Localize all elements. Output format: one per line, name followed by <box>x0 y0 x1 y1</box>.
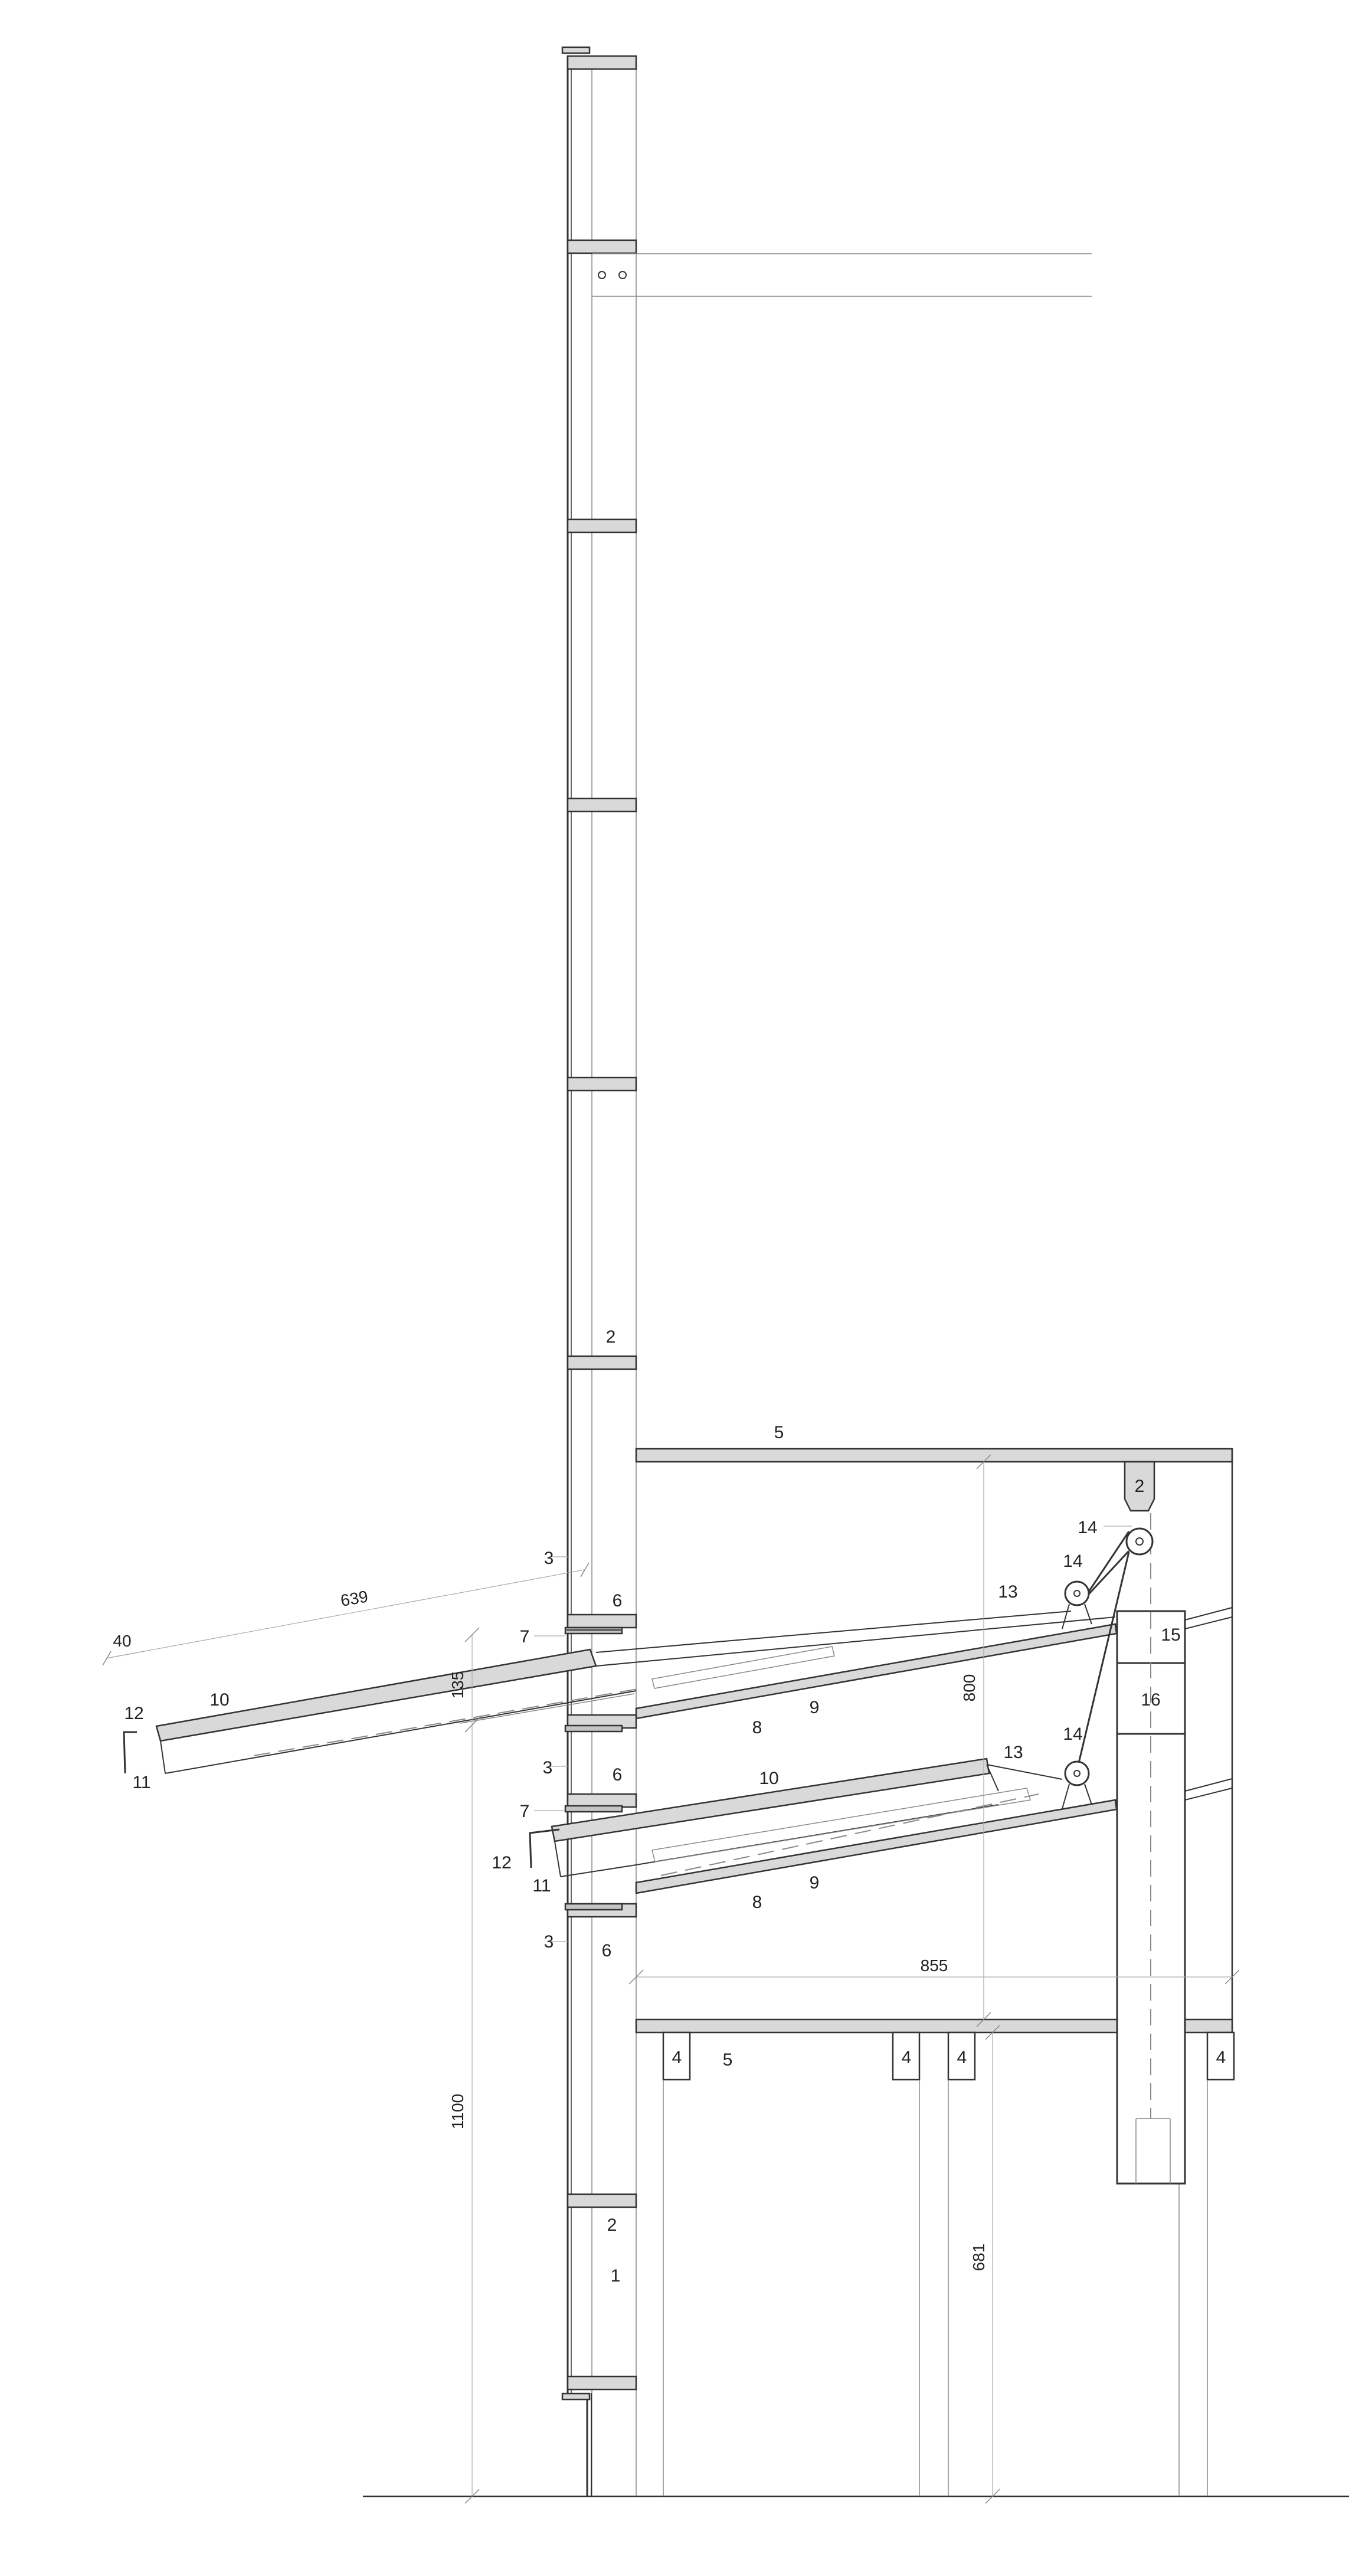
label-1: 1 <box>611 2266 621 2286</box>
label-11-a: 11 <box>132 1773 150 1792</box>
label-2-lower: 2 <box>607 2215 617 2235</box>
label-7-a: 7 <box>520 1627 530 1647</box>
label-14-b: 14 <box>1063 1552 1082 1571</box>
label-2-bracket: 2 <box>1135 1477 1145 1496</box>
label-9-b: 9 <box>810 1873 820 1893</box>
dim-1100: 1100 <box>448 2094 467 2129</box>
label-4-a: 4 <box>672 2048 682 2067</box>
label-8-b: 8 <box>752 1893 762 1912</box>
dim-681: 681 <box>970 2244 988 2271</box>
label-8-a: 8 <box>752 1718 762 1737</box>
upper-bracket <box>564 1613 637 1733</box>
label-4-d: 4 <box>1216 2048 1226 2067</box>
label-9-a: 9 <box>810 1698 820 1717</box>
dimension-lines <box>102 1454 1240 2504</box>
right-ledges <box>1184 1607 1233 1801</box>
dim-639: 639 <box>339 1587 369 1610</box>
dim-40: 40 <box>113 1632 131 1650</box>
mechanism-post <box>1116 1461 1186 2185</box>
lower-panel <box>529 1552 1130 1894</box>
label-6-b: 6 <box>613 1765 623 1785</box>
lower-bracket <box>564 1793 637 1918</box>
upper-beam <box>592 253 1092 297</box>
label-3-b: 3 <box>543 1758 553 1778</box>
label-4-c: 4 <box>957 2048 967 2067</box>
label-12-b: 12 <box>492 1853 511 1873</box>
label-6-a: 6 <box>613 1591 623 1611</box>
label-3-a: 3 <box>544 1549 554 1568</box>
upper-panel <box>123 1531 1130 1774</box>
label-5-top: 5 <box>774 1423 784 1442</box>
label-2-upper: 2 <box>606 1327 616 1347</box>
dim-855: 855 <box>921 1956 948 1975</box>
label-11-b: 11 <box>532 1876 551 1896</box>
dimension-labels: 639 40 135 800 855 1100 681 <box>113 1587 988 2271</box>
label-6-c: 6 <box>602 1941 612 1960</box>
joists <box>662 2031 1235 2081</box>
dim-800: 800 <box>960 1674 978 1702</box>
label-3-c: 3 <box>544 1932 554 1952</box>
label-12-a: 12 <box>124 1704 143 1723</box>
label-10-b: 10 <box>759 1769 778 1788</box>
label-10-a: 10 <box>209 1690 229 1710</box>
label-16: 16 <box>1141 1690 1160 1710</box>
tall-post <box>561 46 637 2496</box>
bottom-deck <box>635 2018 1233 2034</box>
label-5-bottom: 5 <box>723 2050 733 2070</box>
label-13-b: 13 <box>1003 1743 1023 1762</box>
support-lines <box>663 2080 1208 2496</box>
top-deck <box>635 1448 1233 1463</box>
part-labels: 2 2 2 1 3 3 3 4 4 4 4 5 5 6 6 6 7 7 8 8 … <box>124 1327 1226 2286</box>
dim-135: 135 <box>448 1671 467 1699</box>
label-13-a: 13 <box>998 1582 1017 1602</box>
post-crossbars <box>567 55 637 2391</box>
label-7-b: 7 <box>520 1802 530 1821</box>
label-15: 15 <box>1161 1625 1180 1645</box>
label-4-b: 4 <box>902 2048 912 2067</box>
label-14-a: 14 <box>1078 1518 1097 1537</box>
label-14-c: 14 <box>1063 1724 1082 1744</box>
